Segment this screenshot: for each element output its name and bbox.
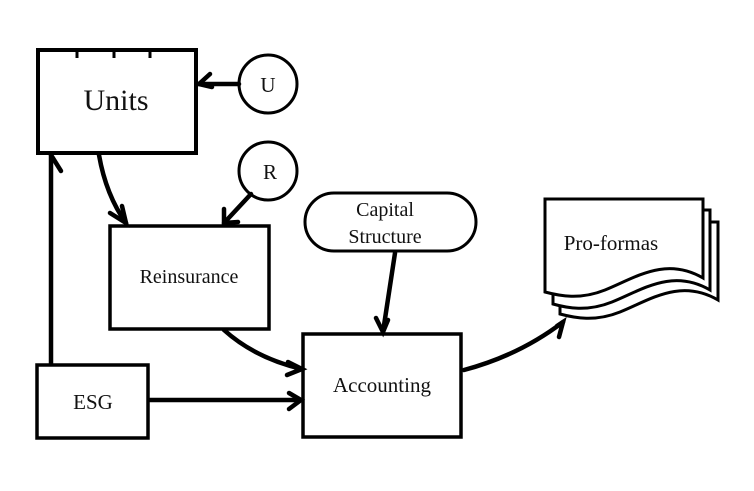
node-capital-structure: Capital Structure bbox=[303, 191, 478, 253]
r-label: R bbox=[263, 160, 277, 184]
document-page-front bbox=[543, 197, 705, 298]
capital-structure-label-line1: Capital bbox=[356, 199, 414, 221]
pro-formas-label: Pro-formas bbox=[564, 231, 658, 255]
node-units: Units bbox=[36, 48, 198, 155]
esg-label: ESG bbox=[73, 390, 113, 414]
reinsurance-label: Reinsurance bbox=[140, 266, 239, 288]
node-r: R bbox=[237, 140, 299, 202]
units-label: Units bbox=[83, 84, 148, 117]
edge-esg-to-units bbox=[48, 152, 64, 366]
capital-structure-label-line2: Structure bbox=[348, 226, 421, 248]
edge-esg-to-accounting bbox=[147, 390, 306, 412]
edge-u-to-units bbox=[194, 71, 242, 90]
node-u: U bbox=[237, 53, 299, 115]
node-accounting: Accounting bbox=[301, 332, 463, 439]
u-label: U bbox=[260, 73, 275, 97]
node-reinsurance: Reinsurance bbox=[108, 224, 271, 331]
edge-accounting-to-pro-formas bbox=[461, 316, 567, 373]
accounting-label: Accounting bbox=[333, 373, 431, 397]
edge-reinsurance-to-accounting bbox=[221, 327, 308, 378]
node-pro-formas: Pro-formas bbox=[543, 197, 720, 320]
node-esg: ESG bbox=[35, 363, 150, 440]
edge-units-to-reinsurance bbox=[96, 152, 130, 228]
edge-r-to-reinsurance bbox=[221, 191, 254, 226]
edge-capital-structure-to-accounting bbox=[373, 250, 398, 338]
